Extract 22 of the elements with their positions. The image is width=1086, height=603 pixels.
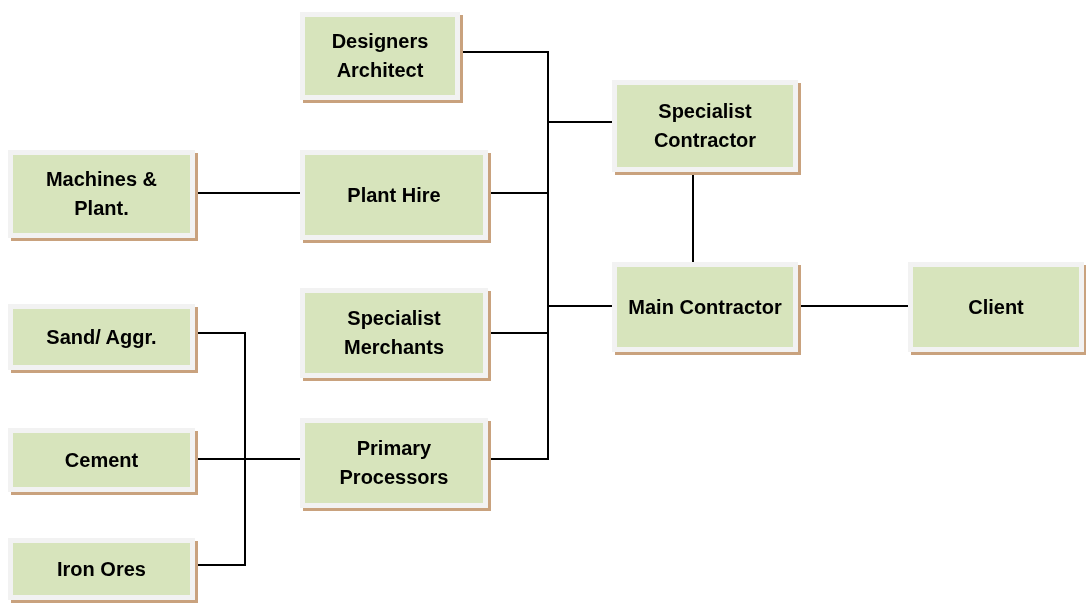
box-label: Machines & Plant.	[44, 167, 159, 221]
process-box	[300, 150, 488, 240]
box-label: Primary Processors	[338, 436, 450, 490]
box-label: Specialist Merchants	[343, 306, 445, 360]
process-box	[8, 538, 195, 600]
process-box	[908, 262, 1084, 352]
box-label: Plant Hire	[347, 182, 441, 208]
process-box	[612, 80, 798, 172]
process-box	[8, 304, 195, 370]
box-label: Iron Ores	[57, 556, 146, 582]
process-box	[300, 418, 488, 508]
box-label: Designers Architect	[330, 29, 430, 83]
process-box	[300, 288, 488, 378]
box-label: Cement	[64, 447, 139, 473]
box-label: Sand/ Aggr.	[46, 324, 157, 350]
process-box	[612, 262, 798, 352]
box-label: Main Contractor	[628, 294, 782, 320]
box-label: Client	[968, 294, 1024, 320]
process-box	[300, 12, 460, 100]
process-box	[8, 428, 195, 492]
process-box	[8, 150, 195, 238]
box-label: Specialist Contractor	[652, 99, 758, 153]
